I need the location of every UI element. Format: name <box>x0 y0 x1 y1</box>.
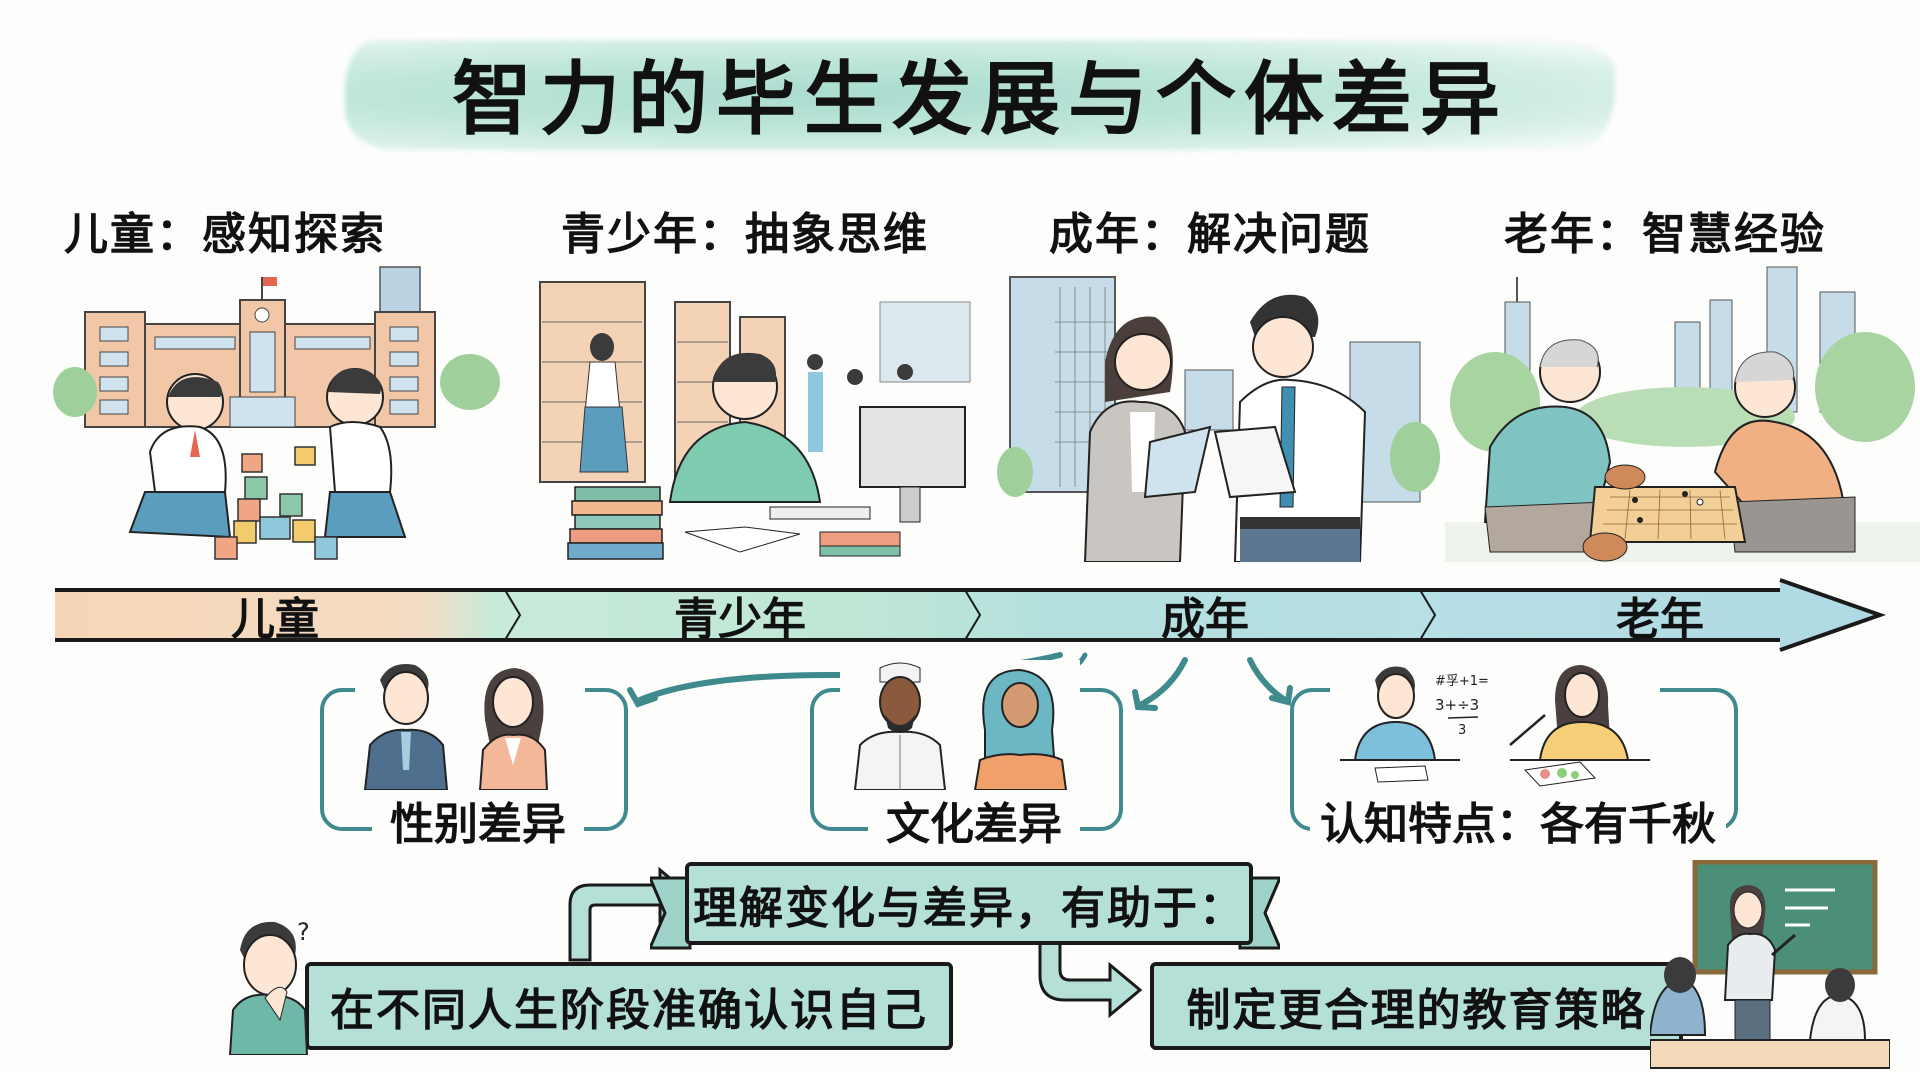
thinking-boy-icon: ? <box>228 918 310 1055</box>
timeline-label-adolescence: 青少年 <box>674 594 806 645</box>
life-stage-timeline-arrow <box>55 578 1887 652</box>
timeline-divider-3 <box>1419 589 1437 641</box>
math-note-line3: 3 <box>1458 723 1466 738</box>
teacher-classroom-icon <box>1650 860 1890 1069</box>
arrow-down-to-strategy <box>1038 898 1143 1019</box>
question-mark: ? <box>297 918 310 946</box>
people-of-different-cultures-icon <box>840 660 1080 790</box>
stage-heading-old-age: 老年：智慧经验 <box>1504 209 1826 260</box>
arrow-to-cognition <box>1247 657 1288 703</box>
park-go-scene-icon <box>1445 266 1920 562</box>
timeline-divider-2 <box>964 589 982 641</box>
library-scene-icon <box>539 281 971 560</box>
office-scene-icon <box>997 276 1440 563</box>
school-scene-icon <box>53 266 500 560</box>
illustration-adolescence <box>530 262 990 562</box>
culture-difference-label: 文化差异 <box>868 792 1080 850</box>
timeline-label-old-age: 老年 <box>1616 594 1704 645</box>
timeline-divider-1 <box>504 589 522 641</box>
self-understanding-banner: 在不同人生阶段准确认识自己 <box>305 962 953 1050</box>
math-note-line2: 3+÷3 <box>1435 696 1479 714</box>
timeline-label-adulthood: 成年 <box>1161 594 1249 645</box>
arrowhead-cognition <box>1269 685 1293 706</box>
illustration-childhood <box>50 262 530 562</box>
arrow-to-culture <box>1137 657 1188 708</box>
illustration-old-age <box>1445 262 1920 562</box>
education-strategy-banner: 制定更合理的教育策略 <box>1150 962 1683 1050</box>
gender-difference-label: 性别差异 <box>372 792 584 850</box>
page-title: 智力的毕生发展与个体差异 <box>452 53 1508 146</box>
illustration-adulthood <box>995 262 1455 563</box>
arrowhead-culture <box>1132 689 1158 711</box>
timeline-arrowhead <box>1779 578 1887 652</box>
cognitive-difference-label: 认知特点：各有千秋 <box>1310 792 1726 850</box>
stage-heading-childhood: 儿童：感知探索 <box>64 209 386 260</box>
man-and-woman-portraits-icon <box>355 660 585 790</box>
title-watercolor-background <box>345 40 1615 150</box>
stage-heading-adulthood: 成年：解决问题 <box>1049 209 1371 260</box>
timeline-label-childhood: 儿童 <box>231 594 319 645</box>
stage-heading-adolescence: 青少年：抽象思维 <box>561 209 929 260</box>
arrowhead-gender <box>627 687 658 708</box>
math-note-line1: #孚+1= <box>1435 674 1489 689</box>
conclusion-header-banner: 理解变化与差异，有助于： <box>685 862 1253 945</box>
boy-doing-math-girl-painting-icon: #孚+1= 3+÷3 3 <box>1330 660 1660 788</box>
